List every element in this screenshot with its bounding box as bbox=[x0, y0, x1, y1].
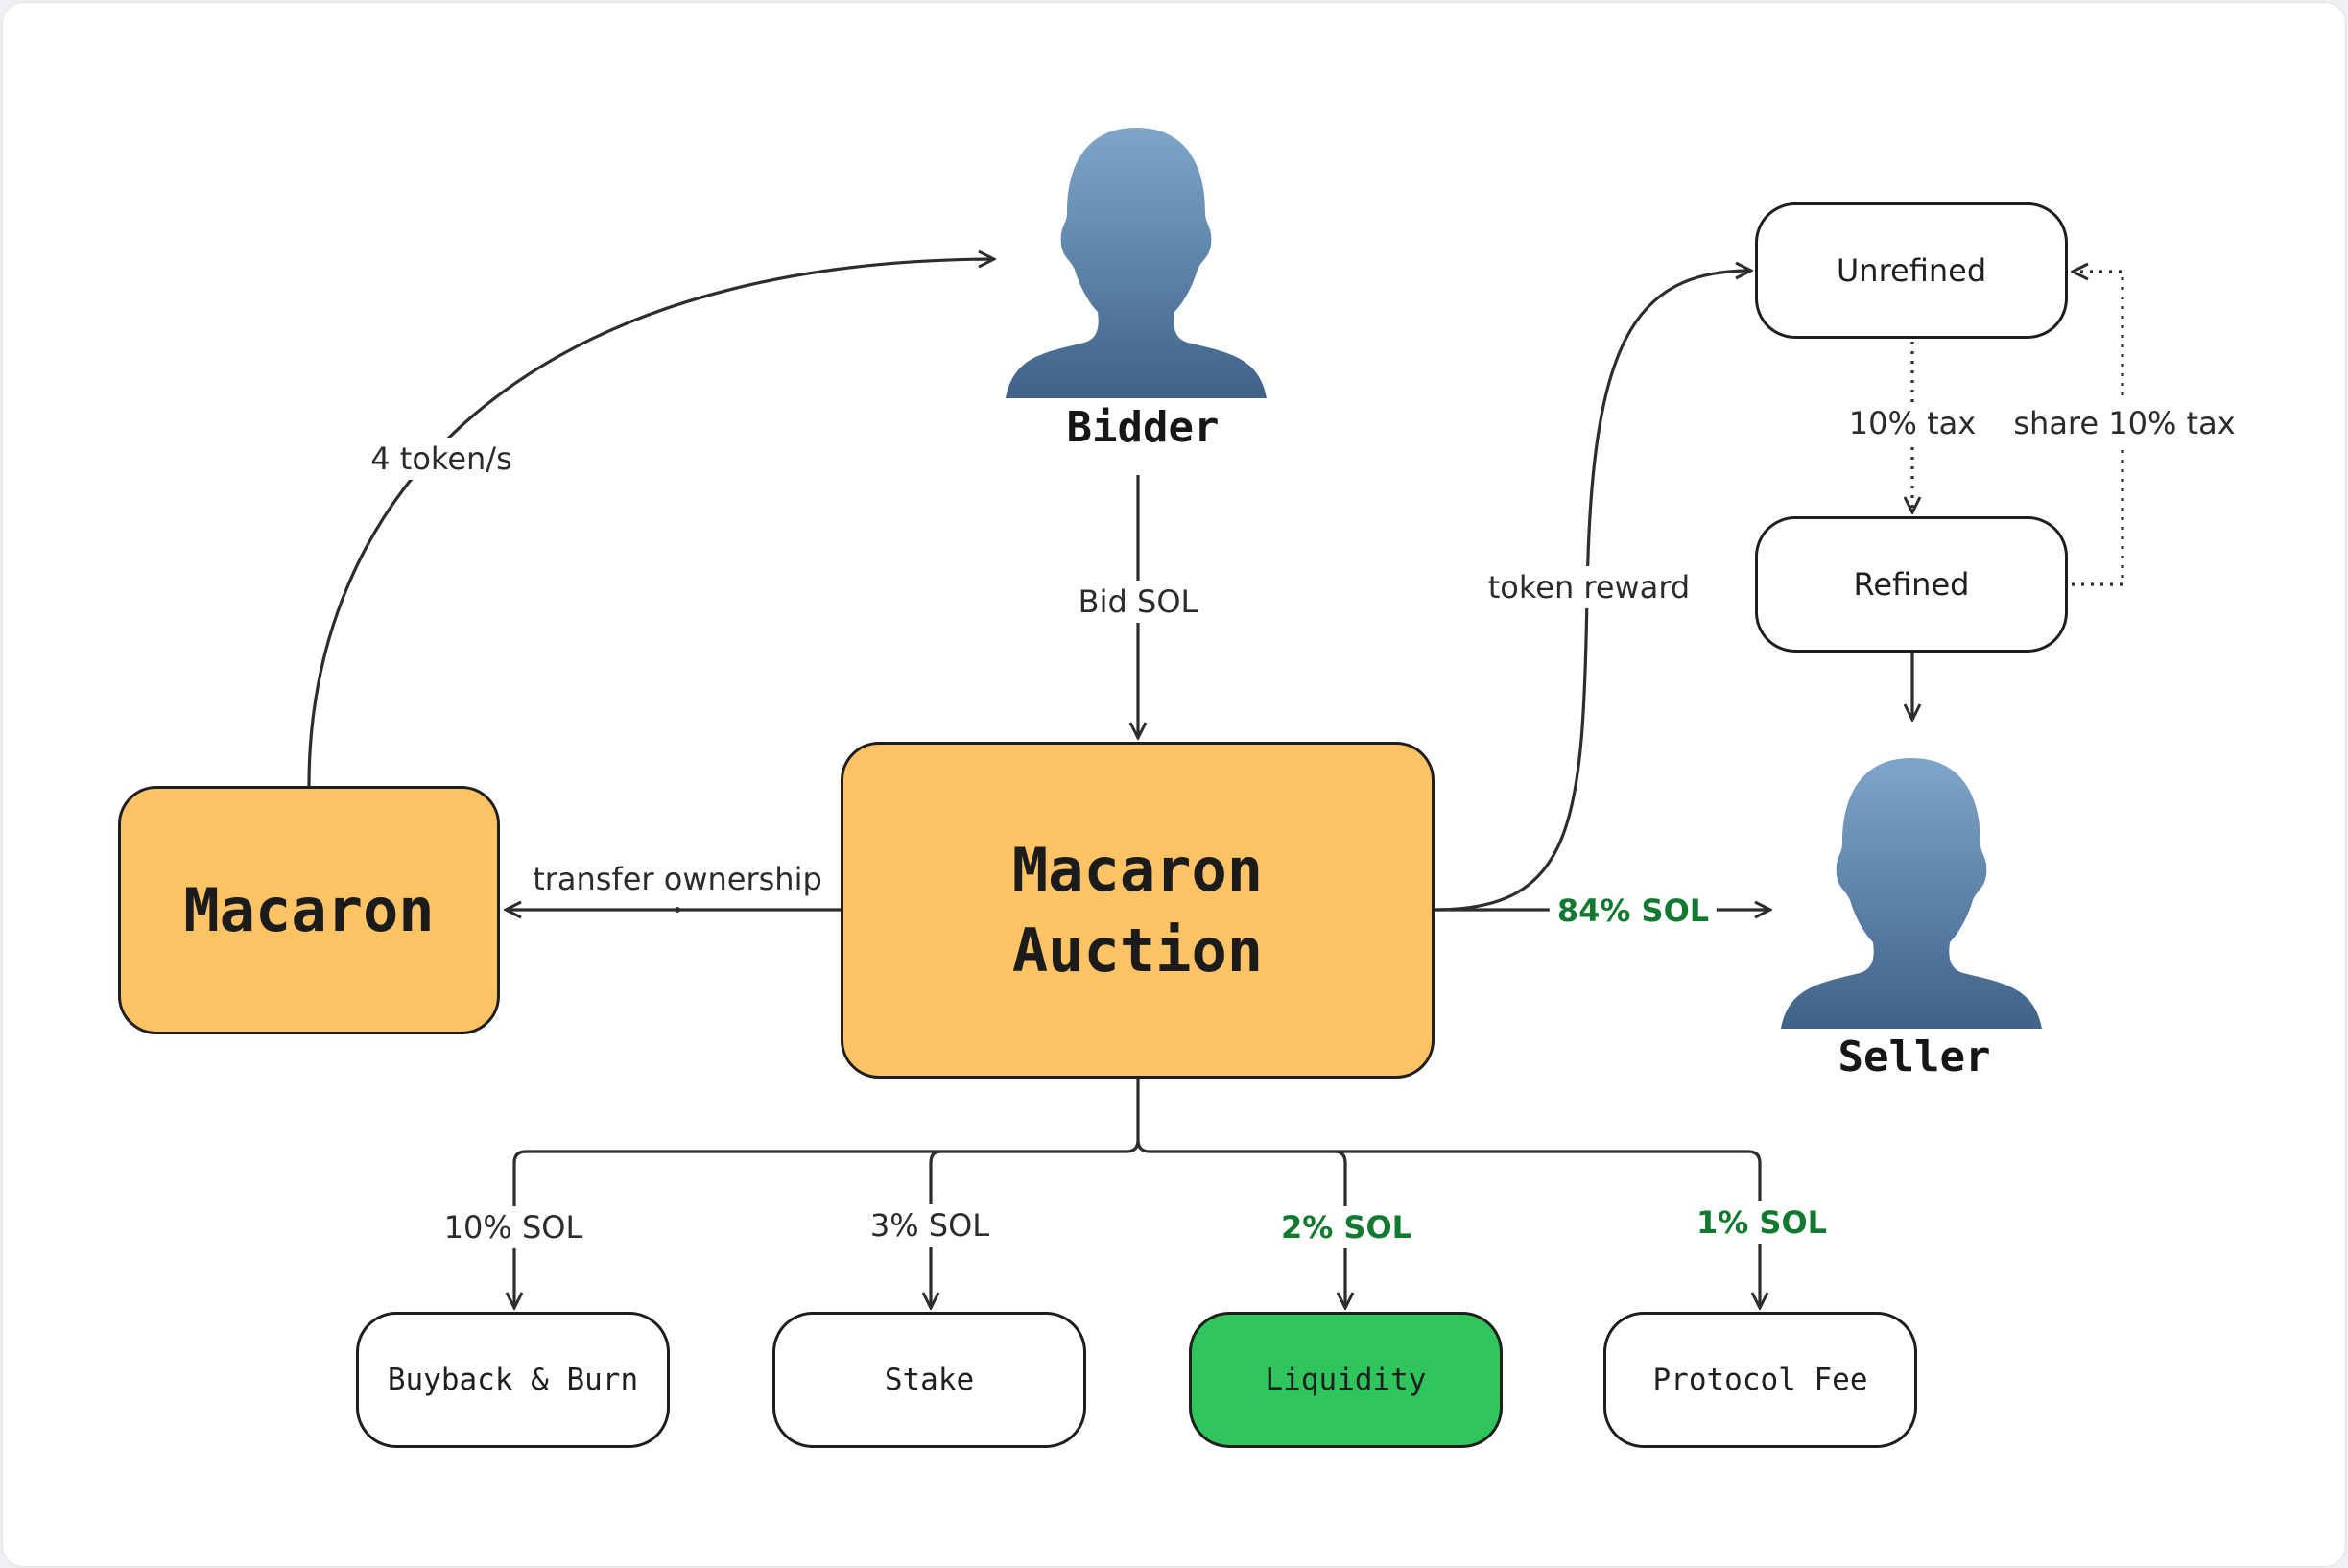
liquidity-node[interactable]: Liquidity bbox=[1189, 1312, 1503, 1448]
unrefined-label: Unrefined bbox=[1836, 252, 1987, 289]
macaron-auction-label: Macaron Auction bbox=[1011, 834, 1264, 986]
buyback-burn-node[interactable]: Buyback & Burn bbox=[356, 1312, 670, 1448]
edge-label-10-tax: 10% tax bbox=[1840, 402, 1984, 444]
edge-midpoint-dot bbox=[675, 907, 680, 913]
bidder-person-icon[interactable] bbox=[1000, 126, 1272, 398]
liquidity-label: Liquidity bbox=[1265, 1363, 1427, 1397]
seller-person-icon[interactable] bbox=[1775, 756, 2048, 1029]
edge-label-token-reward: token reward bbox=[1480, 566, 1698, 608]
stake-label: Stake bbox=[884, 1363, 975, 1397]
protocol-fee-node[interactable]: Protocol Fee bbox=[1603, 1312, 1917, 1448]
macaron-node[interactable]: Macaron bbox=[118, 786, 500, 1034]
edge-label-84-sol: 84% SOL bbox=[1549, 890, 1718, 932]
unrefined-node[interactable]: Unrefined bbox=[1755, 202, 2068, 339]
edge-branch-stake bbox=[931, 1150, 941, 1308]
edge-branch-trunk bbox=[514, 1079, 1140, 1308]
edge-label-transfer-ownership: transfer ownership bbox=[533, 861, 822, 897]
edge-macaron-to-bidder bbox=[307, 259, 994, 787]
macaron-label: Macaron bbox=[183, 874, 435, 945]
macaron-auction-node[interactable]: Macaron Auction bbox=[841, 742, 1435, 1079]
edge-branch-liquidity bbox=[1334, 1150, 1345, 1308]
seller-label: Seller bbox=[1838, 1033, 1991, 1081]
edge-label-3-sol: 3% SOL bbox=[862, 1204, 998, 1247]
edge-label-bid-sol: Bid SOL bbox=[1070, 581, 1206, 623]
edge-label-10-sol: 10% SOL bbox=[436, 1206, 591, 1248]
stake-node[interactable]: Stake bbox=[772, 1312, 1086, 1448]
edge-label-2-sol: 2% SOL bbox=[1272, 1206, 1420, 1248]
bidder-label: Bidder bbox=[1066, 403, 1220, 452]
refined-node[interactable]: Refined bbox=[1755, 516, 2068, 653]
edge-label-1-sol: 1% SOL bbox=[1688, 1201, 1836, 1244]
buyback-burn-label: Buyback & Burn bbox=[387, 1363, 639, 1397]
edge-label-4-token-per-s: 4 token/s bbox=[363, 438, 520, 480]
refined-label: Refined bbox=[1853, 566, 1970, 603]
edge-label-share-10-tax: share 10% tax bbox=[2005, 402, 2243, 444]
protocol-fee-label: Protocol Fee bbox=[1652, 1363, 1868, 1397]
edge-branch-right bbox=[1136, 1139, 1760, 1308]
